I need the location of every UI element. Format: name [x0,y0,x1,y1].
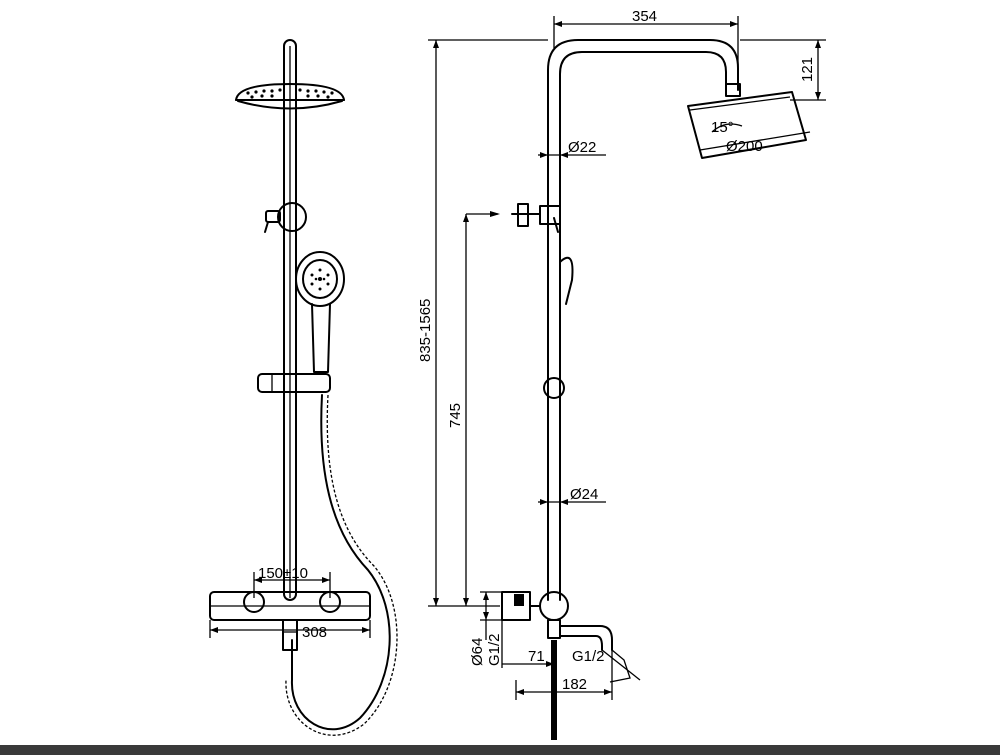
riser-arm [547,39,739,601]
side-diverter [466,203,561,233]
dimension-200: Ø200 [699,131,811,159]
dimension-121: 121 [740,39,826,101]
bottom-frame-bar [0,745,1000,755]
label-64: Ø64 [469,638,486,666]
diverter-mount [264,202,307,233]
dimension-308: 308 [209,620,371,641]
overhead-shower-head [235,83,345,110]
label-182: 182 [562,676,587,693]
dimension-745: 745 [447,214,469,606]
dimension-182: 182 [515,650,613,700]
dimension-150: 150±10 [253,565,331,598]
dimension-64: Ø64 G1/2 [469,591,503,666]
label-835-1565: 835-1565 [417,299,434,362]
label-200: Ø200 [726,138,763,155]
label-150: 150±10 [258,565,308,582]
label-22: Ø22 [568,139,596,156]
side-mixer-body [501,591,613,740]
label-308: 308 [302,624,327,641]
hand-shower [295,251,345,373]
dimension-835-1565: 835-1565 [417,39,548,607]
label-121: 121 [799,57,816,82]
label-71: 71 [528,648,545,665]
side-view: 15° Ø200 354 121 [417,8,826,740]
shower-hose [290,394,391,731]
side-hand-shower [559,256,574,305]
label-745: 745 [447,403,464,428]
label-g12-left: G1/2 [486,633,503,666]
dimension-354: 354 [553,8,739,80]
dimension-22: Ø22 [538,139,606,158]
label-g12-spout: G1/2 [572,648,605,665]
label-354: 354 [632,8,657,25]
dimension-71: 71 [502,648,554,667]
side-hose [551,640,557,740]
slide-holder [257,373,331,393]
riser-rail [283,39,297,601]
spout-thread: G1/2 [572,648,641,683]
side-slider-knob [543,377,565,399]
label-24: Ø24 [570,486,598,503]
dimension-24: Ø24 [538,486,606,505]
label-15: 15° [711,119,734,136]
front-view: 150±10 308 [209,39,398,736]
angle-15: 15° [711,119,743,136]
